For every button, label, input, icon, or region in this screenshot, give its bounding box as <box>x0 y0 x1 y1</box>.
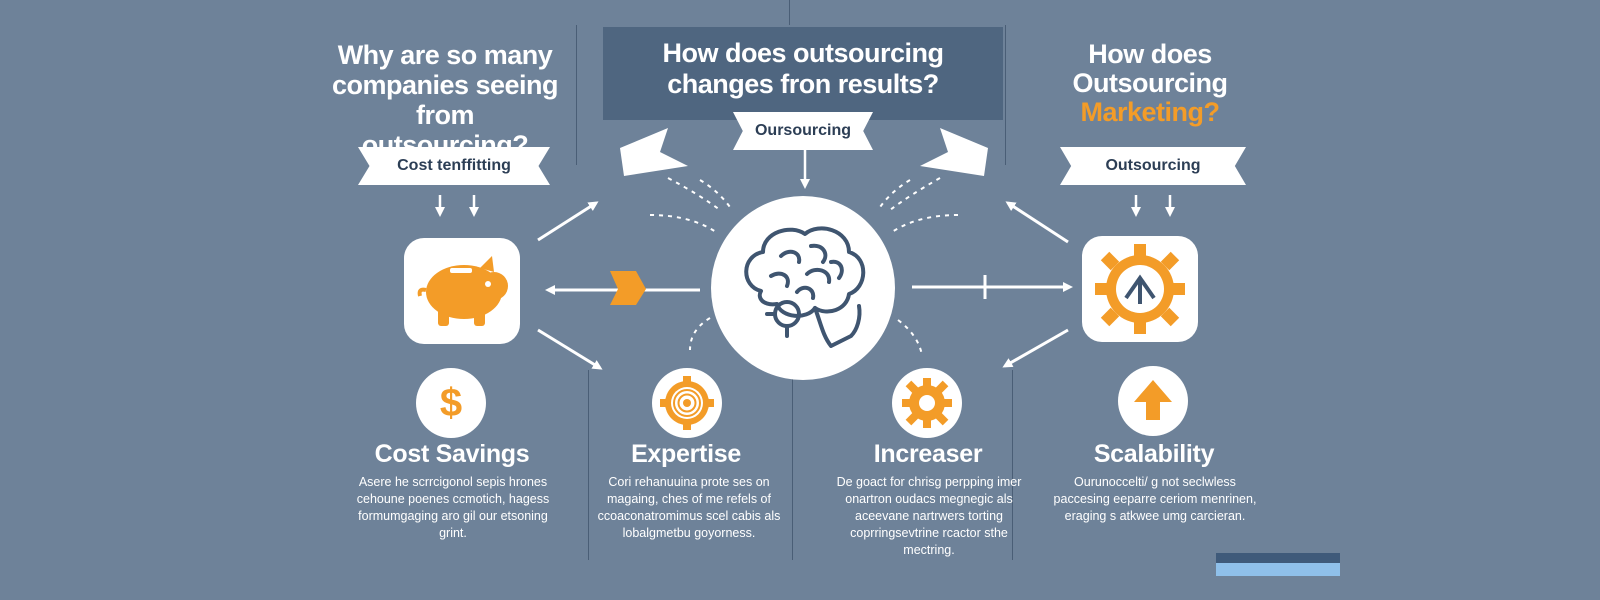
benefit-desc-expertise: Cori rehanuuina prote ses on magaing, ch… <box>597 475 781 540</box>
piggy-bank-tile <box>404 238 520 344</box>
center-title: How does outsourcing changes fron result… <box>603 38 1003 100</box>
divider-line <box>1005 25 1006 165</box>
right-title: How does Outsourcing Marketing? <box>1050 40 1250 127</box>
right-ribbon: Outsourcing <box>1060 147 1246 185</box>
right-title-line1: How does <box>1088 39 1212 69</box>
right-title-accent: Marketing? <box>1080 97 1220 127</box>
down-arrows-left <box>435 195 479 217</box>
benefit-label-cost-savings: Cost Savings <box>374 440 530 468</box>
dollar-icon: $ <box>439 381 463 425</box>
benefit-icon-circle <box>652 368 722 438</box>
benefit-icon-circle: $ <box>416 368 486 438</box>
divider-line <box>792 375 793 560</box>
center-title-line1: How does outsourcing <box>662 38 944 68</box>
benefit-icon-circle <box>1118 366 1188 436</box>
center-ribbon: Oursourcing <box>733 112 873 150</box>
benefit-label-increaser: Increaser <box>873 440 983 468</box>
divider-line <box>1012 370 1013 560</box>
arrow-to-bottom-right <box>1002 328 1069 368</box>
divider-line <box>576 25 577 165</box>
right-title-line2: Outsourcing <box>1072 68 1229 98</box>
benefit-label-expertise: Expertise <box>631 440 741 468</box>
gear-icon <box>902 378 952 428</box>
gear-arrow-up-tile <box>1082 236 1198 342</box>
arrow-up-icon <box>1134 380 1172 420</box>
benefit-label-scalability: Scalability <box>1093 440 1215 468</box>
benefit-desc-scalability: Ourunoccelti/ g not seclwless paccesing … <box>1053 475 1257 523</box>
benefit-desc-cost-savings: Asere he scrrcigonol sepis hrones cehoun… <box>356 475 550 540</box>
benefit-icon-circle <box>892 368 962 438</box>
chevron-arrow-left <box>620 128 688 176</box>
brain-hub <box>711 196 895 380</box>
arrow-to-bottom-left <box>537 328 603 370</box>
arrow-to-top-right <box>1005 201 1069 244</box>
target-gear-icon <box>660 376 714 430</box>
divider-line <box>789 0 790 25</box>
center-title-line2: changes fron results? <box>667 69 939 99</box>
gear-arrow-up-icon <box>1095 244 1185 334</box>
brain-head-icon <box>744 226 866 348</box>
footer-bar <box>1216 553 1340 563</box>
center-title-panel <box>603 27 1003 120</box>
dashed-rays <box>649 177 959 356</box>
arrow-to-top-left <box>537 201 599 242</box>
divider-line <box>588 370 589 560</box>
benefit-desc-increaser: De goact for chrisg perpping imer onartr… <box>836 475 1022 557</box>
left-ribbon: Cost tenffitting <box>358 147 550 185</box>
orange-chevron <box>610 271 646 305</box>
chevron-arrow-right <box>920 128 988 176</box>
footer-bar-accent <box>1216 563 1340 576</box>
down-arrows-right <box>1131 195 1175 217</box>
piggy-bank-icon <box>417 256 508 326</box>
